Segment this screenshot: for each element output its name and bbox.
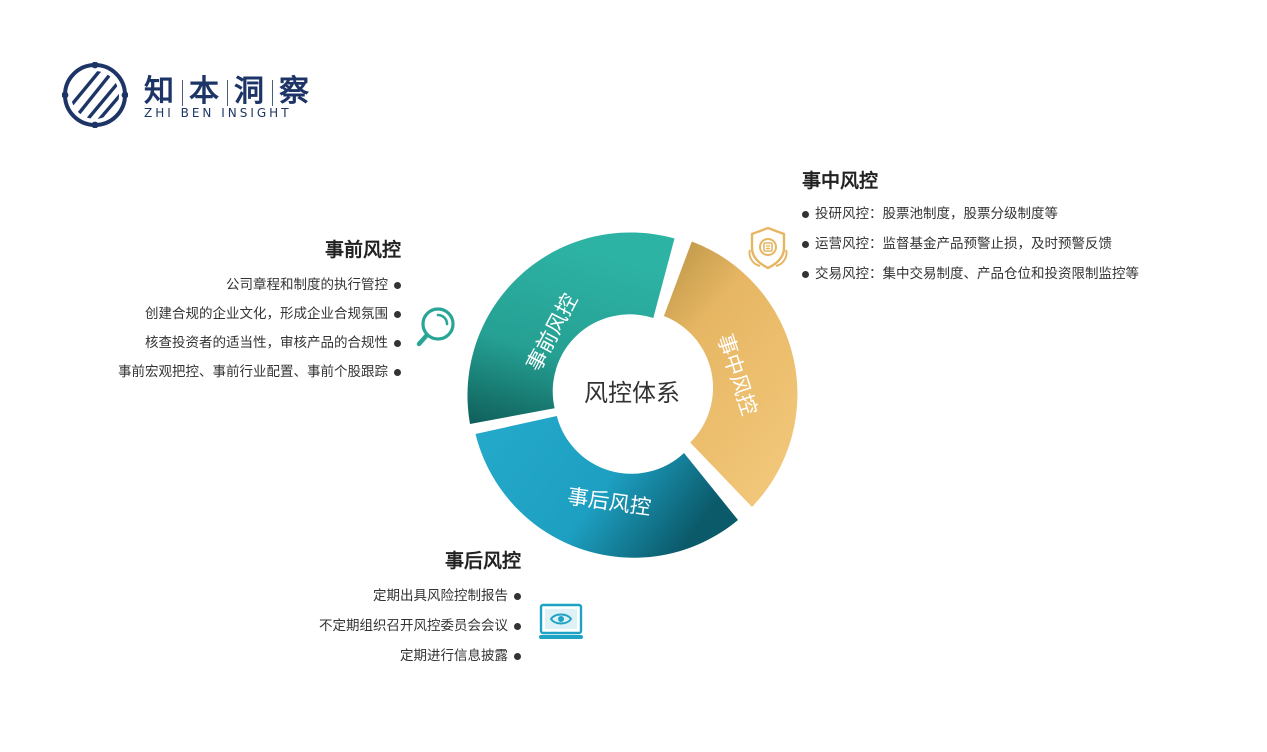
shield-badge-icon: [748, 226, 788, 270]
post-section-title: 事后风控: [444, 550, 521, 572]
logo-char: 知: [144, 74, 176, 109]
logo-chinese-name: 知本洞察: [144, 66, 311, 110]
bullet: [802, 270, 809, 278]
company-logo: 知本洞察 ZHI BEN INSIGHT: [62, 62, 322, 128]
mid-item-text: 运营风控：监督基金产品预警止损，及时预警反馈: [815, 236, 1112, 252]
pre-item: 事前宏观把控、事前行业配置、事前个股跟踪: [118, 360, 401, 380]
pre-item-text: 核查投资者的适当性，审核产品的合规性: [145, 335, 388, 351]
search-icon: [416, 307, 455, 347]
bullet: [514, 652, 521, 660]
logo-char: 洞: [234, 74, 266, 109]
logo-mark-icon: [62, 62, 128, 128]
logo-separator: [272, 79, 273, 106]
pre-item-text: 事前宏观把控、事前行业配置、事前个股跟踪: [118, 364, 388, 380]
mid-section-title: 事中风控: [802, 170, 879, 192]
post-item-text: 不定期组织召开风控委员会会议: [319, 618, 508, 634]
pre-item: 创建合规的企业文化，形成企业合规氛围: [145, 302, 401, 322]
mid-item: 交易风控：集中交易制度、产品仓位和投资限制监控等: [802, 262, 1139, 282]
mid-item-text: 交易风控：集中交易制度、产品仓位和投资限制监控等: [815, 266, 1139, 282]
post-item: 定期进行信息披露: [400, 644, 521, 664]
pre-item-text: 公司章程和制度的执行管控: [226, 277, 388, 293]
bullet: [802, 210, 809, 218]
bullet: [394, 339, 401, 347]
logo-char: 本: [189, 74, 221, 109]
center-label: 风控体系: [584, 379, 680, 407]
segment-post: [475, 416, 738, 558]
post-item: 定期出具风险控制报告: [373, 584, 521, 604]
logo-char: 察: [279, 74, 311, 109]
mid-item: 投研风控：股票池制度，股票分级制度等: [802, 202, 1058, 222]
segment-pre: [467, 232, 675, 424]
logo-english-name: ZHI BEN INSIGHT: [144, 106, 292, 120]
post-item: 不定期组织召开风控委员会会议: [319, 614, 521, 634]
logo-separator: [227, 79, 228, 106]
pre-item: 核查投资者的适当性，审核产品的合规性: [145, 331, 401, 351]
bullet: [394, 281, 401, 289]
bullet: [514, 592, 521, 600]
monitor-eye-icon: [539, 603, 583, 639]
post-item-text: 定期进行信息披露: [400, 648, 508, 664]
bullet: [802, 240, 809, 248]
bullet: [394, 310, 401, 318]
logo-separator: [182, 79, 183, 106]
bullet: [394, 368, 401, 376]
post-item-text: 定期出具风险控制报告: [373, 588, 508, 604]
mid-item-text: 投研风控：股票池制度，股票分级制度等: [815, 206, 1058, 222]
pre-item-text: 创建合规的企业文化，形成企业合规氛围: [145, 306, 388, 322]
pre-section-title: 事前风控: [324, 239, 401, 261]
segment-mid: [663, 241, 798, 507]
pre-item: 公司章程和制度的执行管控: [226, 273, 401, 293]
mid-item: 运营风控：监督基金产品预警止损，及时预警反馈: [802, 232, 1112, 252]
bullet: [514, 622, 521, 630]
risk-control-ring: 事前风控 事中风控 事后风控 风控体系: [467, 232, 798, 558]
